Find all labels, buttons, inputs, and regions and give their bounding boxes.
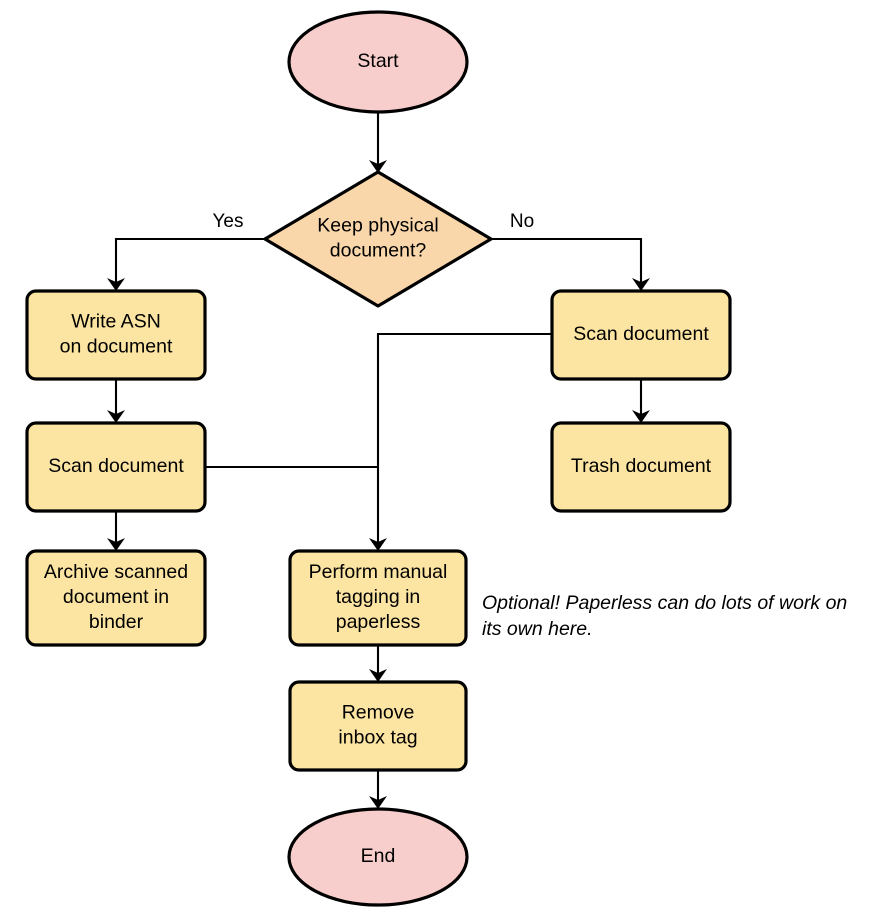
node-keep-physical-document[interactable]: Keep physical document? bbox=[263, 170, 493, 308]
terminator-shape[interactable] bbox=[287, 807, 469, 907]
annotation-line: Optional! Paperless can do lots of work … bbox=[482, 592, 847, 614]
node-remove-inbox-tag[interactable]: Remove inbox tag bbox=[288, 680, 468, 772]
terminator-shape[interactable] bbox=[287, 10, 469, 114]
edge-label-decision-no-to-scan-document-right: No bbox=[510, 211, 534, 232]
edge-arrowhead bbox=[632, 278, 650, 291]
edge-decision-yes-to-write-asn: Yes bbox=[107, 211, 265, 291]
edge-arrowhead bbox=[369, 538, 387, 551]
edge-arrowhead bbox=[632, 410, 650, 423]
edge-write-asn-to-scan-document-left bbox=[107, 379, 125, 423]
node-label: Write ASN bbox=[71, 311, 161, 333]
node-label: paperless bbox=[336, 611, 421, 633]
edge-arrowhead bbox=[107, 538, 125, 551]
edge-line bbox=[491, 237, 643, 284]
node-label: document? bbox=[330, 240, 427, 262]
node-scan-document-left[interactable]: Scan document bbox=[25, 421, 207, 513]
edge-start-to-decision bbox=[369, 112, 387, 173]
node-write-asn-on-document[interactable]: Write ASN on document bbox=[25, 289, 207, 381]
edge-arrowhead bbox=[369, 160, 387, 173]
edge-remove-inbox-tag-to-end bbox=[369, 770, 387, 809]
node-label: Keep physical bbox=[317, 215, 438, 237]
edge-scan-document-right-to-manual-tagging bbox=[369, 332, 552, 551]
decision-shape[interactable] bbox=[263, 170, 493, 308]
node-trash-document[interactable]: Trash document bbox=[550, 421, 732, 513]
node-end[interactable]: End bbox=[287, 807, 469, 907]
annotation-optional-note: Optional! Paperless can do lots of work … bbox=[482, 592, 847, 640]
edge-arrowhead bbox=[107, 278, 125, 291]
edge-arrowhead bbox=[107, 410, 125, 423]
node-label: on document bbox=[60, 336, 173, 358]
node-label: Scan document bbox=[48, 455, 184, 477]
edge-scan-document-left-to-archive bbox=[107, 511, 125, 551]
node-label: Start bbox=[357, 50, 399, 72]
edge-line bbox=[376, 332, 552, 544]
edge-arrowhead bbox=[369, 669, 387, 682]
node-label: Archive scanned bbox=[44, 561, 188, 583]
process-shape[interactable] bbox=[25, 421, 207, 513]
node-label: tagging in bbox=[336, 586, 421, 608]
node-scan-document-right[interactable]: Scan document bbox=[550, 289, 732, 381]
edge-manual-tagging-to-remove-inbox-tag bbox=[369, 645, 387, 682]
process-shape[interactable] bbox=[25, 549, 207, 647]
edge-label-decision-yes-to-write-asn: Yes bbox=[213, 211, 244, 232]
process-shape[interactable] bbox=[25, 289, 207, 381]
node-label: Remove bbox=[342, 702, 415, 724]
node-label: inbox tag bbox=[338, 727, 417, 749]
annotations-layer: Optional! Paperless can do lots of work … bbox=[482, 592, 847, 640]
edge-scan-document-right-to-trash bbox=[632, 379, 650, 423]
node-label: binder bbox=[89, 611, 144, 633]
node-start[interactable]: Start bbox=[287, 10, 469, 114]
process-shape[interactable] bbox=[550, 289, 732, 381]
edge-line bbox=[114, 237, 265, 284]
edge-arrowhead bbox=[369, 796, 387, 809]
node-perform-manual-tagging-in-paperless[interactable]: Perform manual tagging in paperless bbox=[288, 549, 468, 647]
node-label: End bbox=[361, 845, 396, 867]
node-label: document in bbox=[63, 586, 169, 608]
node-label: Perform manual bbox=[309, 561, 448, 583]
edge-decision-no-to-scan-document-right: No bbox=[491, 211, 650, 291]
node-label: Trash document bbox=[571, 455, 712, 477]
annotation-line: its own here. bbox=[482, 618, 593, 640]
node-archive-scanned-document-in-binder[interactable]: Archive scanned document in binder bbox=[25, 549, 207, 647]
edges-layer: Yes No bbox=[107, 112, 650, 809]
node-label: Scan document bbox=[573, 323, 709, 345]
process-shape[interactable] bbox=[550, 421, 732, 513]
process-shape[interactable] bbox=[288, 680, 468, 772]
process-shape[interactable] bbox=[288, 549, 468, 647]
